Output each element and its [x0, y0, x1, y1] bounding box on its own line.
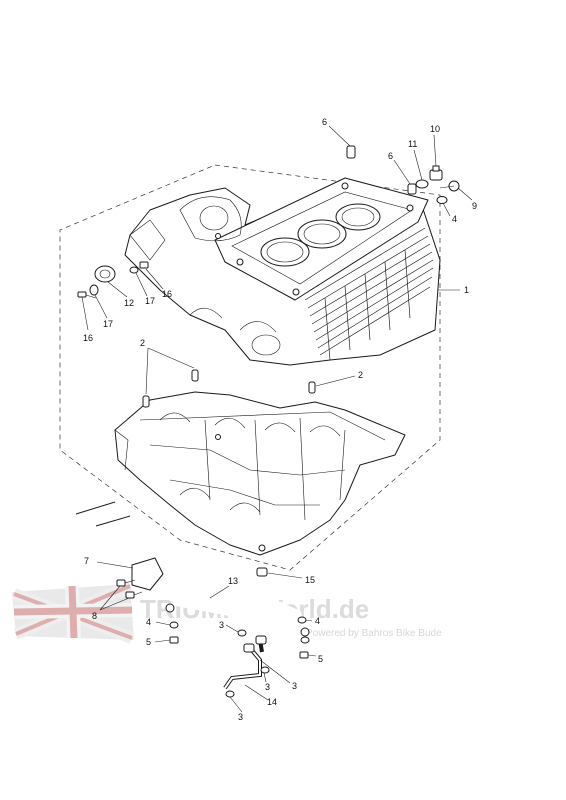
callout-4-upper: 4	[452, 214, 457, 224]
callout-3-d: 3	[238, 712, 243, 722]
callout-15: 15	[305, 575, 315, 585]
callout-17-upper: 17	[145, 296, 155, 306]
callout-14: 14	[267, 697, 277, 707]
upper-crankcase	[124, 177, 441, 366]
callout-16-lower: 16	[83, 333, 93, 343]
callout-1: 1	[464, 285, 469, 295]
callout-17-lower: 17	[103, 319, 113, 329]
o-rings	[225, 629, 310, 698]
callout-6-a: 6	[322, 117, 327, 127]
callout-10: 10	[430, 124, 440, 134]
oil-seal-and-bolts	[77, 261, 149, 299]
dowel-pins	[142, 369, 316, 408]
callout-leaders	[81, 125, 473, 713]
dowel-upper-6b	[407, 183, 417, 195]
callout-16-upper: 16	[162, 289, 172, 299]
callout-3-c: 3	[292, 681, 297, 691]
callout-5-right: 5	[318, 654, 323, 664]
callout-13: 13	[228, 576, 238, 586]
callout-9: 9	[472, 201, 477, 211]
banjo-washers-and-bolts	[169, 616, 309, 659]
callout-11: 11	[408, 139, 417, 149]
assembly-boundary	[59, 164, 441, 571]
watermark-subtitle: Powered by Bahros Bike Bude	[306, 628, 442, 639]
callout-3-b: 3	[265, 682, 270, 692]
dowel-upper-6a	[346, 145, 356, 159]
callout-12: 12	[124, 298, 134, 308]
callout-3-a: 3	[219, 620, 224, 630]
callout-6-b: 6	[388, 151, 393, 161]
callout-7: 7	[84, 556, 89, 566]
drain-plug	[256, 567, 268, 577]
callout-4-left: 4	[146, 617, 151, 627]
callout-labels: 1 2 2 3 3 3 3 4 4 4 5 5 6 6 7 8 9 10 11 …	[83, 117, 477, 722]
plug-and-washers	[415, 165, 460, 204]
callout-2-right: 2	[358, 370, 363, 380]
lower-crankcase	[114, 391, 406, 556]
union-flag-logo	[11, 580, 135, 644]
oil-return-pipe	[223, 635, 267, 690]
oil-pipe-bracket	[131, 557, 164, 591]
callout-2-left: 2	[140, 338, 145, 348]
callout-4-right: 4	[315, 616, 320, 626]
bracket-bolts	[116, 579, 143, 599]
callout-5-left: 5	[146, 637, 151, 647]
studs	[75, 501, 131, 527]
callout-8: 8	[92, 611, 97, 621]
